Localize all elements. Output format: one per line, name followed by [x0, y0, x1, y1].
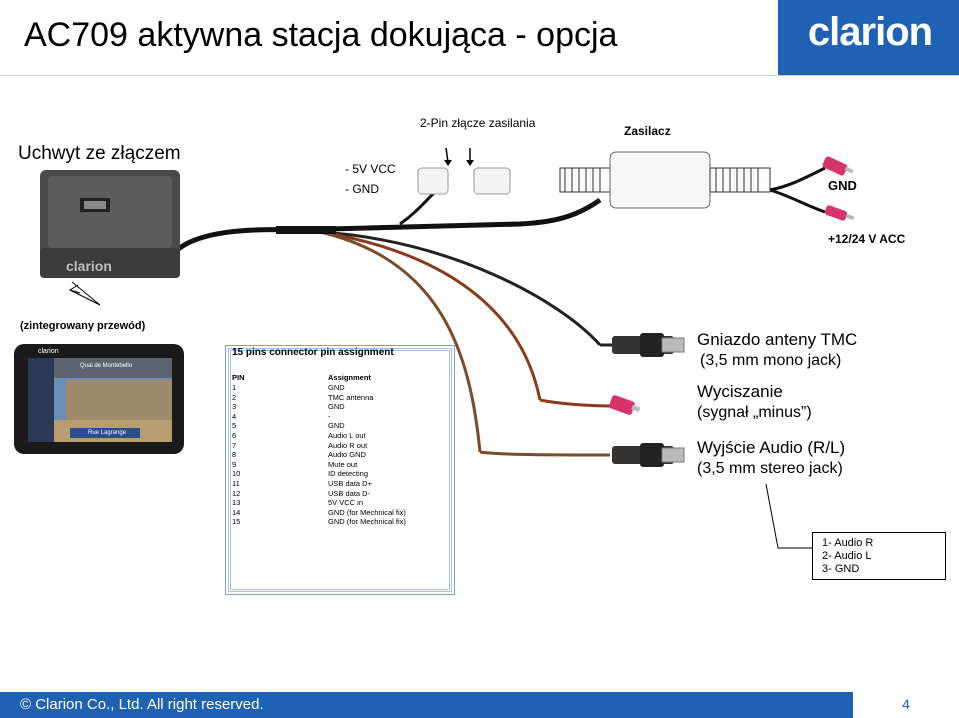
cable-acc: [769, 188, 826, 214]
legend-item-audio-l: 2- Audio L: [822, 550, 872, 562]
dock-arrow: [69, 281, 101, 306]
psu-label: Zasilacz: [624, 124, 671, 138]
dock-brand-text: clarion: [66, 258, 112, 274]
tmc-title: Gniazdo anteny TMC: [697, 330, 858, 349]
tmc-jack: [612, 333, 685, 357]
gnd-right-label: GND: [828, 178, 857, 193]
pin-assignment: -: [328, 411, 331, 421]
pin-col-header: PIN: [232, 373, 245, 382]
plug-female: [417, 167, 449, 195]
pin-assignment: GND: [328, 402, 345, 412]
pin-number: 9: [232, 459, 237, 469]
page-number: 4: [902, 696, 910, 712]
logo-background: [778, 0, 959, 75]
pin-table-title: 15 pins connector pin assignment: [232, 347, 394, 358]
integrated-cable-label: (zintegrowany przewód): [20, 320, 146, 332]
pin-number: 1: [232, 383, 237, 392]
pin-number: 13: [232, 498, 241, 508]
cable-to-psu-right: [769, 166, 826, 192]
red-connector-acc: [824, 205, 855, 221]
power-supply: [559, 151, 771, 209]
page-title: AC709 aktywna stacja dokująca - opcja: [24, 16, 618, 54]
cable-mute: [319, 230, 542, 401]
gps-device: [14, 344, 184, 454]
tmc-subtitle: (3,5 mm mono jack): [700, 352, 842, 369]
footer-bar: [0, 692, 959, 718]
legend-box: [812, 532, 946, 580]
main-cable: [167, 197, 602, 260]
pin-assignment: GND (for Mechnical fix): [328, 507, 406, 517]
dock-cradle: [40, 170, 180, 278]
audio-subtitle: (3,5 mm stereo jack): [697, 460, 843, 477]
pin2-label: 2-Pin złącze zasilania: [420, 116, 536, 130]
pin-assignment: 5V VCC in: [328, 498, 364, 508]
cable-tmc: [319, 230, 602, 346]
mute-connector: [609, 395, 641, 415]
acc-label: +12/24 V ACC: [828, 232, 906, 246]
red-connector-gnd: [822, 156, 854, 176]
pin-assignment: ID detecting: [328, 469, 369, 479]
pin-assignment: GND: [328, 421, 345, 431]
legend-item-audio-r: 1- Audio R: [822, 537, 874, 549]
pin-assignment: Audio R out: [328, 440, 368, 450]
page-number-box: [853, 692, 959, 718]
pin-number: 10: [232, 469, 241, 479]
plug-male: [473, 167, 511, 195]
pin-number: 12: [232, 488, 241, 498]
audio-title: Wyjście Audio (R/L): [697, 438, 846, 457]
pin-assignment: Mute out: [328, 459, 358, 469]
pin-assignment: Audio L out: [328, 430, 366, 440]
pin-assignment: TMC antenna: [328, 392, 374, 402]
footer-copyright: © Clarion Co., Ltd. All right reserved.: [20, 696, 264, 713]
pin-table-frame: [225, 345, 455, 595]
assign-col-header: Assignment: [328, 373, 371, 382]
pin-number: 15: [232, 517, 241, 527]
pin-number: 8: [232, 450, 237, 460]
gnd-left-label: - GND: [345, 182, 379, 196]
pin-number: 2: [232, 392, 237, 402]
mute-title: Wyciszanie: [697, 382, 783, 401]
pin-number: 3: [232, 402, 237, 412]
pin-assignment: USB data D-: [328, 488, 371, 498]
pin-assignment: GND (for Mechnical fix): [328, 517, 406, 527]
pin-number: 4: [232, 411, 237, 421]
legend-item-gnd: 3- GND: [822, 563, 860, 575]
legend-pointer: [765, 483, 812, 549]
clarion-logo: clarion: [807, 10, 933, 54]
pin-number: 7: [232, 440, 237, 450]
pin-assign-list: GND TMC antenna GND - GND Audio L out Au…: [328, 383, 406, 527]
pin-assignment: USB data D+: [328, 478, 372, 488]
pin-number: 6: [232, 430, 237, 440]
pin-number: 11: [232, 478, 240, 488]
audio-jack: [612, 443, 685, 467]
pin-number-list: 1 2 3 4 5 6 7 8 9 10 11 12 13 14 15: [232, 383, 240, 527]
pin-number: 14: [232, 507, 241, 517]
cable-audio: [319, 230, 482, 453]
vcc-label: - 5V VCC: [345, 162, 396, 176]
device-street2-text: Rue Lagrange: [88, 430, 127, 436]
dock-label: Uchwyt ze złączem: [18, 143, 181, 164]
pin-assignment: GND: [328, 383, 345, 392]
device-brand-text: clarion: [38, 348, 59, 355]
pin-assignment: Audio GND: [328, 450, 366, 460]
mute-subtitle: (sygnał „minus”): [697, 404, 812, 421]
device-street-text: Quai de Montebello: [80, 363, 133, 369]
pin-number: 5: [232, 421, 237, 431]
